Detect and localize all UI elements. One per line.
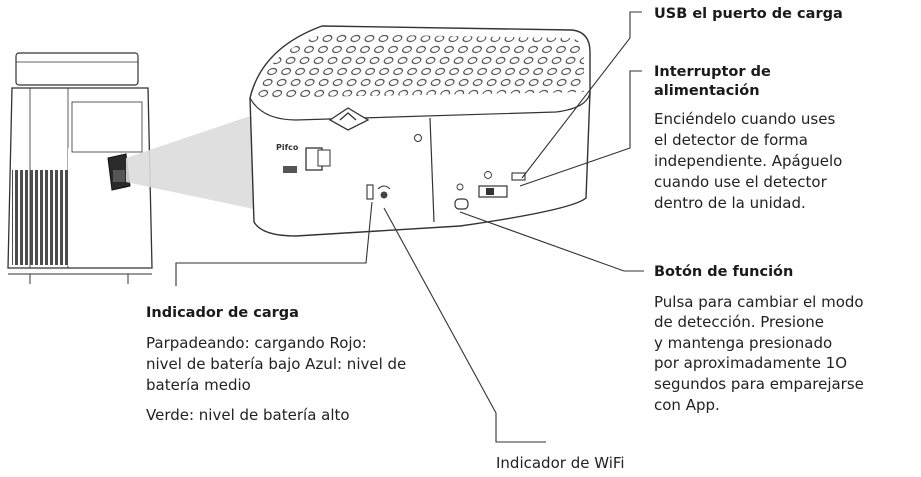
- charge-callout-body-line-3: batería medio: [146, 376, 251, 394]
- charge-callout-extra: Verde: nivel de batería alto: [146, 406, 350, 424]
- leader-lines: [175, 11, 644, 443]
- function-callout-body-line-2: de detección. Presione: [654, 313, 825, 331]
- power-leader: [519, 70, 642, 187]
- charge-callout-body-line-2: nivel de batería bajo Azul: nivel de: [146, 355, 407, 373]
- power-callout-body-line-2: el detector de forma: [654, 131, 808, 149]
- function-callout-body-line-4: por aproximadamente 1O: [654, 354, 848, 372]
- power-callout-title-line-1: Interruptor de: [654, 64, 771, 80]
- wifi-leader: [383, 207, 546, 443]
- detector-device: [249, 25, 591, 237]
- power-callout-body-line-1: Enciéndelo cuando uses: [654, 110, 836, 128]
- function-callout-body-line-3: y mantenga presionado: [654, 334, 833, 352]
- function-callout-body-line-1: Pulsa para cambiar el modo: [654, 293, 864, 311]
- wifi-indicator-label: Indicador de WiFi: [496, 454, 625, 472]
- charge-leader: [175, 201, 373, 286]
- power-callout-body-line-5: dentro de la unidad.: [654, 194, 806, 212]
- zoom-beam: [126, 112, 268, 212]
- function-callout-body-line-5: segundos para emparejarse: [654, 375, 864, 393]
- device-brand-logo: Pifco: [276, 143, 299, 152]
- function-callout-title: Botón de función: [654, 264, 794, 280]
- charge-callout-title: Indicador de carga: [146, 305, 299, 321]
- power-callout-body-line-3: independiente. Apáguelo: [654, 152, 843, 170]
- usb-leader: [521, 11, 642, 179]
- function-leader: [459, 211, 644, 272]
- power-callout-title-line-2: alimentación: [654, 83, 760, 99]
- function-callout-body-line-6: con App.: [654, 396, 720, 414]
- usb-callout-title: USB el puerto de carga: [654, 6, 843, 22]
- charge-callout-body-line-1: Parpadeando: cargando Rojo:: [146, 334, 367, 352]
- power-callout-body-line-4: cuando use el detector: [654, 173, 827, 191]
